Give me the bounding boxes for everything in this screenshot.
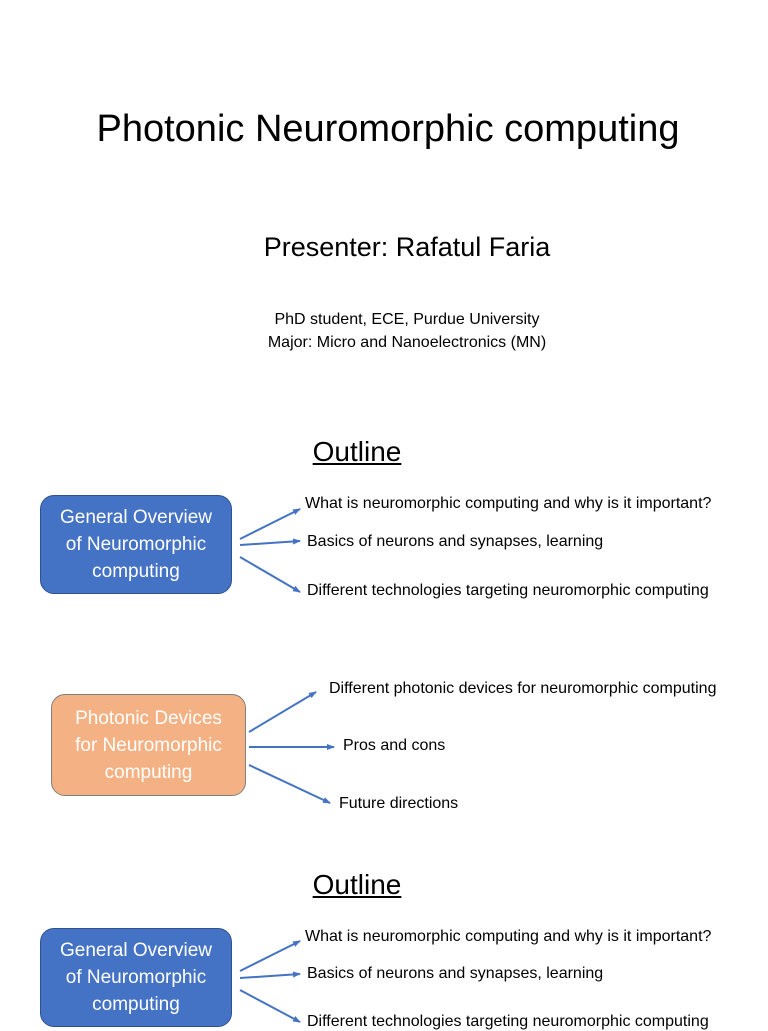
affiliation: PhD student, ECE, Purdue University Majo…: [0, 308, 768, 354]
box-line: of Neuromorphic: [65, 534, 207, 555]
box-line: computing: [104, 761, 193, 783]
outline-heading: Outline: [312, 869, 402, 900]
arrow: [248, 691, 317, 733]
outline-item: Basics of neurons and synapses, learning: [307, 533, 604, 550]
arrow: [248, 764, 331, 804]
presenter-name: Presenter: Rafatul Faria: [263, 232, 551, 262]
arrow: [239, 556, 301, 593]
general-overview-box: General Overview of Neuromorphic computi…: [40, 495, 232, 594]
affiliation-line-2: Major: Micro and Nanoelectronics (MN): [267, 334, 547, 351]
outline-item: Future directions: [339, 795, 459, 812]
outline-item: Different technologies targeting neuromo…: [307, 582, 709, 599]
arrow: [239, 989, 301, 1023]
slide-title: Photonic Neuromorphic computing: [96, 108, 680, 150]
outline-item: Different technologies targeting neuromo…: [307, 1013, 709, 1030]
photonic-devices-box: Photonic Devices for Neuromorphic comput…: [51, 694, 246, 796]
box-line: computing: [92, 994, 180, 1015]
arrow: [239, 508, 301, 540]
box-line: computing: [92, 561, 180, 582]
box-line: Photonic Devices: [75, 707, 222, 729]
outline-item: What is neuromorphic computing and why i…: [305, 928, 712, 945]
affiliation-line-1: PhD student, ECE, Purdue University: [274, 311, 540, 328]
box-line: General Overview: [59, 940, 213, 961]
arrow: [239, 940, 301, 972]
outline-item: Different photonic devices for neuromorp…: [329, 680, 717, 697]
arrow: [239, 971, 301, 979]
general-overview-box: General Overview of Neuromorphic computi…: [40, 928, 232, 1027]
box-line: for Neuromorphic: [75, 734, 222, 756]
box-line: of Neuromorphic: [65, 967, 207, 988]
outline-heading: Outline: [312, 436, 402, 467]
box-line: General Overview: [59, 507, 213, 528]
outline-item: Basics of neurons and synapses, learning: [307, 965, 604, 982]
outline-item: What is neuromorphic computing and why i…: [305, 495, 712, 512]
outline-item: Pros and cons: [343, 737, 446, 754]
arrow: [239, 538, 301, 546]
